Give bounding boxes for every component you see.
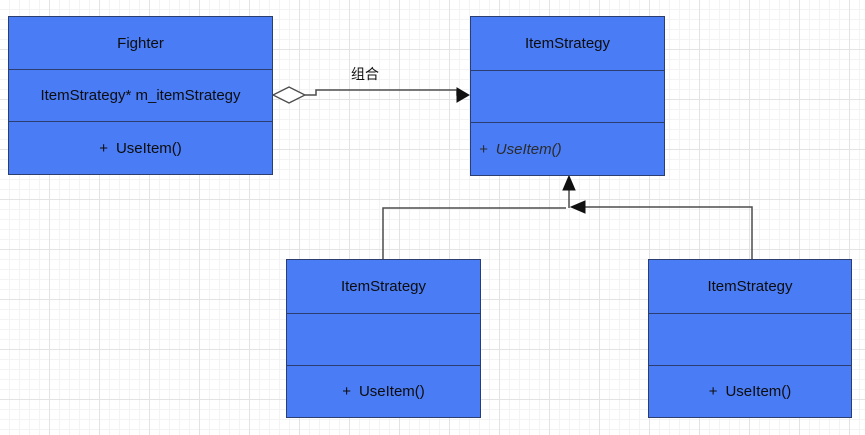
class-operations-compartment: + UseItem() bbox=[649, 365, 851, 417]
class-name-compartment: ItemStrategy bbox=[287, 260, 480, 313]
class-name-label: ItemStrategy bbox=[340, 278, 427, 295]
generalization-right-edge[interactable] bbox=[569, 200, 753, 259]
class-attributes-compartment bbox=[649, 313, 851, 365]
operation-visibility-label: + bbox=[342, 383, 351, 400]
operation-name-label: UseItem() bbox=[495, 140, 562, 158]
generalization-left-edge[interactable] bbox=[382, 207, 566, 259]
class-box-itemstrategy-base[interactable]: ItemStrategy + UseItem() bbox=[470, 16, 665, 176]
class-attributes-compartment bbox=[287, 313, 480, 365]
class-name-label: ItemStrategy bbox=[707, 278, 793, 295]
class-box-fighter[interactable]: Fighter ItemStrategy* m_itemStrategy + U… bbox=[8, 16, 273, 175]
operation-name-label: UseItem() bbox=[725, 383, 792, 400]
class-name-compartment: ItemStrategy bbox=[471, 17, 664, 70]
composition-edge-label: 组合 bbox=[351, 66, 379, 82]
operation-name-label: UseItem() bbox=[115, 139, 182, 157]
class-name-compartment: ItemStrategy bbox=[649, 260, 851, 313]
operation-visibility-label: + bbox=[708, 383, 718, 400]
operation-name-label: UseItem() bbox=[358, 383, 425, 400]
composition-edge-line bbox=[305, 89, 464, 96]
operation-visibility-label: + bbox=[99, 139, 108, 157]
class-operations-compartment: + UseItem() bbox=[287, 365, 480, 417]
composition-edge[interactable] bbox=[271, 86, 470, 104]
class-attributes-compartment: ItemStrategy* m_itemStrategy bbox=[9, 69, 272, 121]
class-attributes-compartment bbox=[471, 70, 664, 122]
filled-arrow-icon bbox=[456, 87, 470, 103]
class-box-itemstrategy-concrete-2[interactable]: ItemStrategy + UseItem() bbox=[648, 259, 852, 418]
generalization-right-line bbox=[585, 206, 753, 259]
filled-arrow-icon bbox=[562, 174, 576, 191]
generalization-riser[interactable] bbox=[562, 174, 576, 208]
class-name-compartment: Fighter bbox=[9, 17, 272, 69]
class-attribute-label: ItemStrategy* m_itemStrategy bbox=[40, 87, 241, 104]
generalization-left-line bbox=[382, 207, 566, 259]
operation-visibility-label: + bbox=[479, 140, 488, 158]
filled-arrow-icon bbox=[569, 200, 586, 214]
class-operations-compartment: + UseItem() bbox=[471, 122, 664, 175]
class-name-label: ItemStrategy bbox=[524, 35, 611, 52]
class-box-itemstrategy-concrete-1[interactable]: ItemStrategy + UseItem() bbox=[286, 259, 481, 418]
class-operations-compartment: + UseItem() bbox=[9, 121, 272, 174]
open-diamond-icon bbox=[271, 86, 307, 104]
class-name-label: Fighter bbox=[117, 34, 164, 52]
